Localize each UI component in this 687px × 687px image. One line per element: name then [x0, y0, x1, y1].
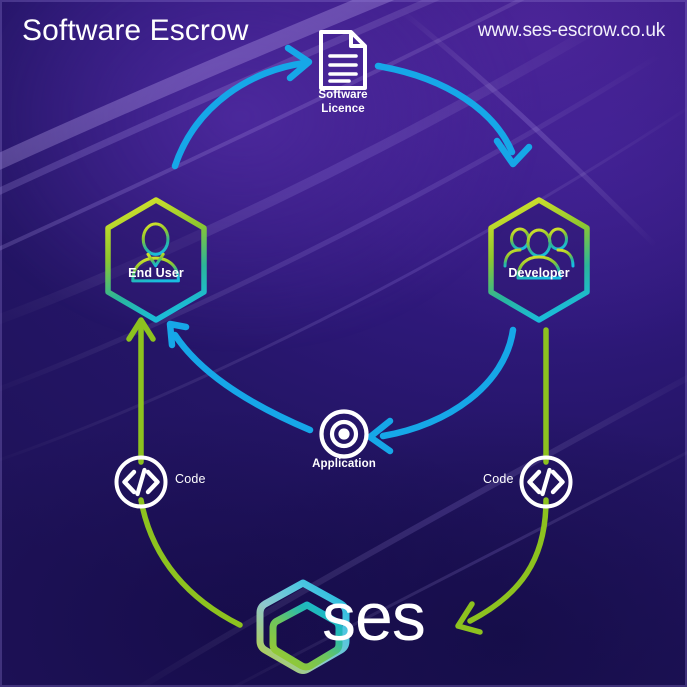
target-circle-icon [319, 409, 369, 459]
node-code-left[interactable] [113, 454, 169, 510]
label-application: Application [312, 458, 376, 470]
node-software-licence[interactable] [311, 28, 375, 92]
ses-logo-mark[interactable] [251, 578, 355, 676]
label-code-left: Code [175, 472, 206, 486]
hexagon-frame-developer [488, 197, 590, 323]
arrow-developer-to-application [366, 326, 517, 455]
code-brackets-icon [519, 455, 573, 509]
ses-hexagon-logo [256, 579, 350, 674]
background-shadow-bottom-right [206, 412, 687, 687]
people-group-icon [503, 227, 575, 280]
hexagon-frame-end-user [105, 197, 207, 323]
document-icon [319, 30, 367, 90]
ses-logo-wordmark: ses [322, 579, 426, 655]
code-brackets-icon [114, 455, 168, 509]
node-code-right[interactable] [518, 454, 574, 510]
label-code-right: Code [483, 472, 514, 486]
arrow-code-right-to-ses [455, 497, 549, 635]
node-application[interactable] [318, 408, 370, 460]
node-developer[interactable]: Developer [482, 196, 596, 324]
arrow-enduser-to-licence [171, 44, 313, 170]
website-url: www.ses-escrow.co.uk [477, 20, 665, 41]
page-title: Software Escrow [22, 14, 249, 47]
arrow-code-left-to-enduser [126, 317, 156, 465]
label-software-licence: Software Licence [318, 89, 368, 116]
label-developer: Developer [508, 266, 570, 280]
line-ses-to-code-left [138, 497, 243, 628]
person-icon [131, 222, 180, 283]
arrow-licence-to-developer [374, 62, 533, 168]
label-end-user: End User [128, 266, 184, 280]
arrow-application-to-enduser [166, 320, 314, 434]
node-end-user[interactable]: End User [99, 196, 213, 324]
